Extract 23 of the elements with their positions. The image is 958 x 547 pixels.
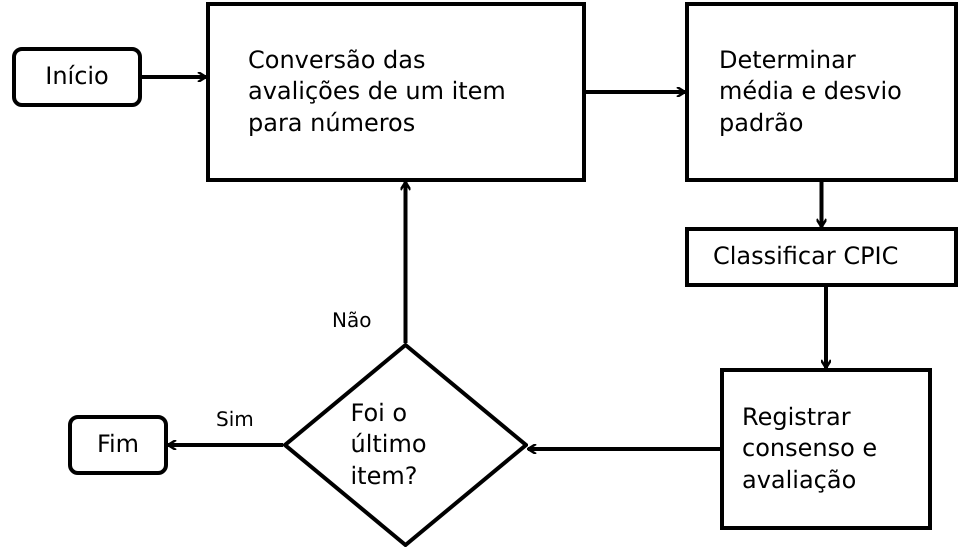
- node-text: Registrar consenso e avaliação: [742, 402, 878, 496]
- process-box: [206, 2, 586, 182]
- arrow: [142, 70, 208, 84]
- process-box: [720, 368, 932, 530]
- edge-label: Não: [332, 308, 372, 332]
- process-box: [685, 227, 958, 287]
- node-text: Fim: [96, 429, 140, 460]
- arrow: [399, 180, 412, 343]
- arrow: [586, 86, 686, 98]
- arrow: [526, 442, 720, 456]
- node-text: Foi o último item?: [350, 398, 428, 492]
- start-terminal: [12, 47, 142, 107]
- decision-diamond: [283, 343, 528, 547]
- process-box: [685, 2, 958, 182]
- edge-label: Sim: [216, 407, 254, 431]
- node-text: Classificar CPIC: [713, 241, 898, 272]
- arrow: [820, 287, 832, 370]
- arrow: [815, 182, 828, 228]
- end-terminal: [68, 415, 168, 475]
- node-text: Determinar média e desvio padrão: [719, 45, 903, 139]
- node-text: Conversão das avalições de um item para números: [248, 45, 507, 139]
- node-text: Início: [45, 61, 109, 92]
- arrow: [166, 438, 283, 452]
